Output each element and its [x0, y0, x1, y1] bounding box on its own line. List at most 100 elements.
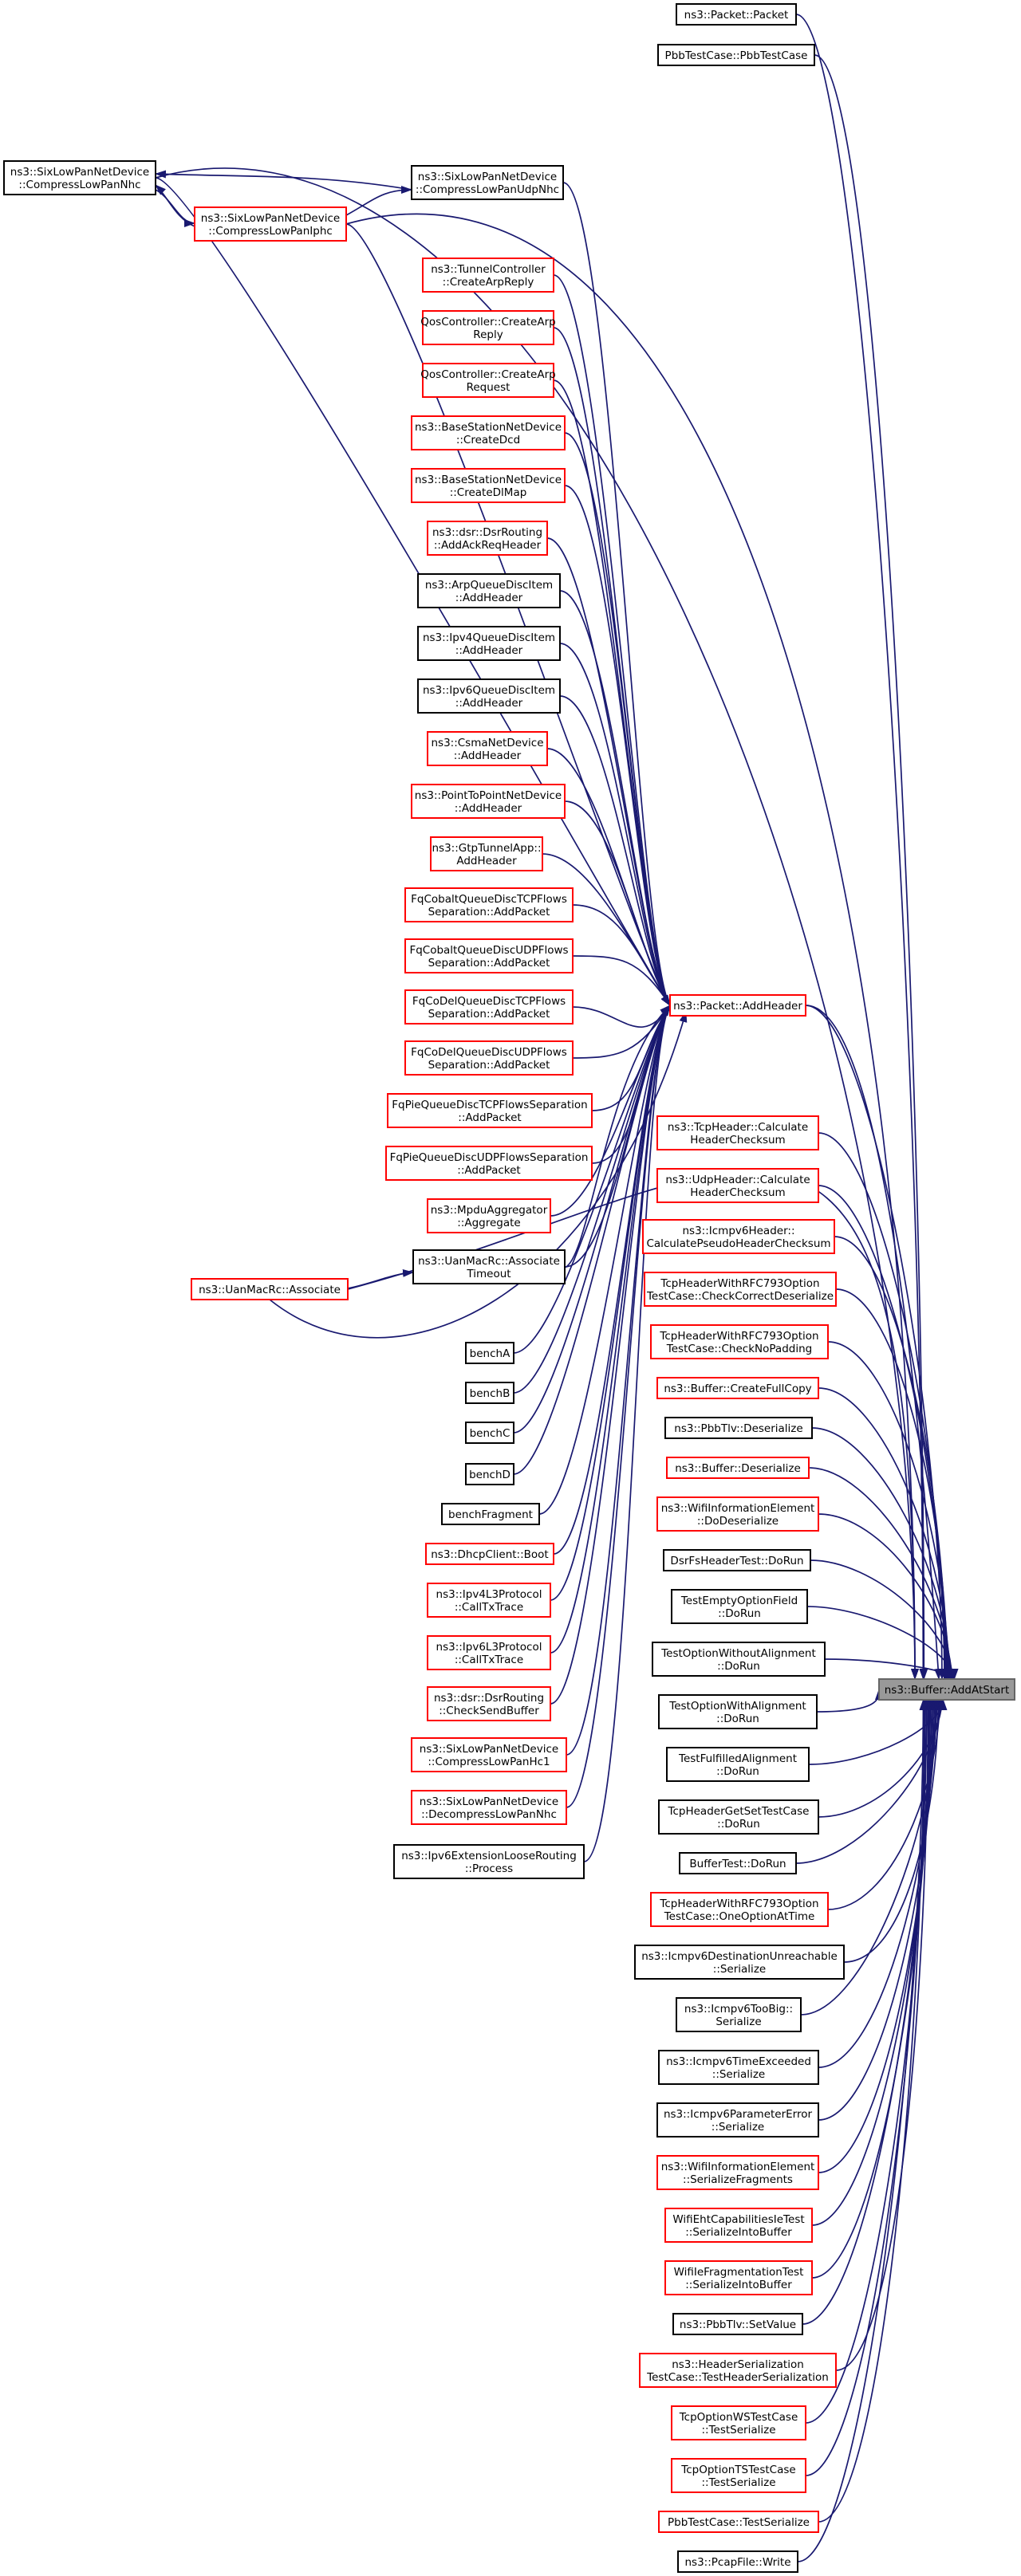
caller-node[interactable]: ns3::GtpTunnelApp::AddHeader — [430, 836, 543, 871]
caller-node[interactable]: ns3::BaseStationNetDevice::CreateDcd — [411, 415, 566, 450]
edge-n52-to-target — [816, 1689, 884, 1713]
caller-node-label: ::SerializeIntoBuffer — [685, 2279, 792, 2291]
caller-node[interactable]: benchA — [465, 1342, 514, 1364]
caller-node[interactable]: FqCobaltQueueDiscUDPFlowsSeparation::Add… — [404, 938, 574, 973]
caller-node-label: ns3::UanMacRc::Associate — [418, 1255, 560, 1268]
caller-node[interactable]: ns3::Buffer::Deserialize — [666, 1457, 810, 1479]
caller-node[interactable]: FqCoDelQueueDiscTCPFlowsSeparation::AddP… — [404, 989, 574, 1025]
caller-node[interactable]: DsrFsHeaderTest::DoRun — [663, 1549, 811, 1571]
caller-node-box — [411, 415, 566, 450]
caller-node-label: ::AddHeader — [454, 749, 522, 762]
caller-node[interactable]: TcpHeaderWithRFC793OptionTestCase::OneOp… — [650, 1892, 829, 1927]
caller-node[interactable]: FqCobaltQueueDiscTCPFlowsSeparation::Add… — [404, 887, 574, 922]
caller-node-box — [664, 2208, 813, 2243]
caller-node[interactable]: ns3::Ipv6QueueDiscItem::AddHeader — [417, 678, 561, 714]
caller-node[interactable]: QosController::CreateArpReply — [420, 310, 556, 345]
focus-node[interactable]: ns3::Buffer::AddAtStart — [878, 1678, 1015, 1701]
caller-node[interactable]: ns3::Icmpv6DestinationUnreachable::Seria… — [634, 1945, 845, 1980]
caller-node[interactable]: ns3::Ipv6ExtensionLooseRouting::Process — [393, 1844, 585, 1879]
caller-node-box — [417, 573, 561, 608]
caller-node-label: benchD — [469, 1469, 510, 1481]
caller-node-label: ::CreateDlMap — [450, 486, 527, 499]
caller-node[interactable]: ns3::BaseStationNetDevice::CreateDlMap — [411, 468, 566, 503]
caller-node-label: ns3::Buffer::Deserialize — [675, 1462, 801, 1475]
caller-node[interactable]: ns3::DhcpClient::Boot — [425, 1543, 554, 1565]
caller-node[interactable]: ns3::Icmpv6Header::CalculatePseudoHeader… — [642, 1219, 835, 1254]
edge-n21-to-addheader — [572, 1005, 671, 1059]
caller-node[interactable]: BufferTest::DoRun — [679, 1852, 797, 1874]
caller-node[interactable]: ns3::HeaderSerializationTestCase::TestHe… — [639, 2353, 837, 2388]
caller-node[interactable]: FqPieQueueDiscTCPFlowsSeparation::AddPac… — [387, 1093, 593, 1128]
caller-node[interactable]: TestOptionWithAlignment::DoRun — [658, 1694, 818, 1729]
caller-node-label: ns3::TunnelController — [431, 263, 546, 276]
caller-node[interactable]: ns3::PcapFile::Write — [677, 2550, 798, 2573]
caller-node-label: ns3::Icmpv6TimeExceeded — [666, 2055, 811, 2068]
caller-node[interactable]: TcpHeaderWithRFC793OptionTestCase::Check… — [650, 1324, 829, 1359]
caller-node[interactable]: ns3::Icmpv6ParameterError::Serialize — [656, 2102, 819, 2137]
caller-node[interactable]: TcpHeaderGetSetTestCase::DoRun — [658, 1799, 819, 1835]
caller-node[interactable]: ns3::Ipv4QueueDiscItem::AddHeader — [417, 626, 561, 661]
caller-node[interactable]: ns3::TunnelController::CreateArpReply — [422, 258, 554, 293]
caller-node[interactable]: TcpOptionTSTestCase::TestSerialize — [671, 2458, 806, 2493]
caller-node[interactable]: ns3::CsmaNetDevice::AddHeader — [427, 731, 548, 766]
caller-node-label: ns3::Ipv6QueueDiscItem — [423, 684, 555, 697]
caller-node-label: ::CheckSendBuffer — [439, 1705, 539, 1717]
caller-node[interactable]: PbbTestCase::TestSerialize — [658, 2511, 819, 2533]
caller-node[interactable]: ns3::Packet::AddHeader — [669, 994, 806, 1017]
caller-node[interactable]: ns3::WifiInformationElement::DoDeseriali… — [656, 1496, 819, 1532]
caller-node[interactable]: ns3::PbbTlv::SetValue — [672, 2313, 803, 2335]
caller-node-label: ns3::BaseStationNetDevice — [415, 421, 562, 434]
caller-node[interactable]: ns3::SixLowPanNetDevice::CompressLowPanU… — [411, 165, 564, 200]
caller-node[interactable]: ns3::Ipv6L3Protocol::CallTxTrace — [427, 1635, 551, 1670]
caller-node[interactable]: ns3::SixLowPanNetDevice::CompressLowPanN… — [3, 160, 156, 195]
caller-node[interactable]: ns3::Icmpv6TooBig::Serialize — [676, 1997, 802, 2032]
caller-node[interactable]: TestFulfilledAlignment::DoRun — [666, 1747, 810, 1782]
caller-node[interactable]: ns3::SixLowPanNetDevice::CompressLowPanI… — [194, 206, 347, 242]
caller-node[interactable]: ns3::SixLowPanNetDevice::CompressLowPanH… — [411, 1737, 567, 1772]
caller-node[interactable]: benchB — [465, 1382, 514, 1404]
caller-node[interactable]: TestOptionWithoutAlignment::DoRun — [652, 1642, 826, 1677]
caller-node[interactable]: TestEmptyOptionField::DoRun — [671, 1589, 808, 1624]
caller-node[interactable]: benchD — [465, 1463, 514, 1485]
caller-node-label: ns3::Icmpv6TooBig:: — [684, 2003, 793, 2016]
caller-node-label: ns3::TcpHeader::Calculate — [668, 1121, 808, 1134]
caller-node[interactable]: benchFragment — [441, 1503, 540, 1525]
edge-n44-to-target — [827, 1341, 952, 1680]
caller-node[interactable]: ns3::Ipv4L3Protocol::CallTxTrace — [427, 1583, 551, 1618]
caller-node[interactable]: ns3::dsr::DsrRouting::AddAckReqHeader — [427, 521, 548, 556]
edge-n5-to-target — [345, 213, 919, 1680]
caller-node[interactable]: PbbTestCase::PbbTestCase — [657, 44, 815, 66]
edge-n31-to-addheader — [538, 1005, 671, 1515]
caller-node[interactable]: ns3::UanMacRc::Associate — [191, 1278, 349, 1300]
caller-node[interactable]: ns3::Icmpv6TimeExceeded::Serialize — [658, 2050, 819, 2085]
caller-node[interactable]: TcpHeaderWithRFC793OptionTestCase::Check… — [644, 1272, 837, 1307]
caller-node[interactable]: FqPieQueueDiscUDPFlowsSeparation::AddPac… — [385, 1146, 593, 1181]
caller-node[interactable]: TcpOptionWSTestCase::TestSerialize — [671, 2405, 806, 2440]
caller-node-label: CalculatePseudoHeaderChecksum — [646, 1237, 830, 1250]
caller-node-label: ns3::DhcpClient::Boot — [431, 1548, 548, 1561]
caller-node[interactable]: FqCoDelQueueDiscUDPFlowsSeparation::AddP… — [404, 1040, 574, 1076]
caller-node[interactable]: WifiEhtCapabilitiesIeTest::SerializeInto… — [664, 2208, 813, 2243]
caller-node[interactable]: ns3::Buffer::CreateFullCopy — [656, 1377, 819, 1399]
caller-node[interactable]: ns3::WifiInformationElement::SerializeFr… — [656, 2155, 819, 2190]
caller-node[interactable]: ns3::ArpQueueDiscItem::AddHeader — [417, 573, 561, 608]
caller-node-box — [663, 1549, 811, 1571]
caller-node-label: ns3::UdpHeader::Calculate — [665, 1174, 810, 1186]
caller-node[interactable]: benchC — [465, 1422, 514, 1444]
caller-node-label: TestCase::CheckCorrectDeserialize — [646, 1290, 834, 1303]
caller-node-label: ::TestSerialize — [701, 2476, 775, 2489]
caller-node[interactable]: ns3::MpduAggregator::Aggregate — [427, 1198, 551, 1233]
caller-node[interactable]: ns3::Packet::Packet — [676, 3, 797, 26]
caller-node[interactable]: ns3::PointToPointNetDevice::AddHeader — [411, 784, 566, 819]
edge-n55-to-target — [795, 1699, 945, 1864]
caller-node-label: ::AddAckReqHeader — [434, 539, 542, 552]
caller-node[interactable]: ns3::SixLowPanNetDevice::DecompressLowPa… — [411, 1790, 567, 1825]
caller-node[interactable]: WifiIeFragmentationTest::SerializeIntoBu… — [664, 2260, 813, 2295]
caller-node[interactable]: ns3::PbbTlv::Deserialize — [664, 1417, 813, 1439]
caller-node[interactable]: ns3::dsr::DsrRouting::CheckSendBuffer — [427, 1686, 551, 1721]
caller-node-label: ::CompressLowPanUdpNhc — [416, 183, 559, 196]
